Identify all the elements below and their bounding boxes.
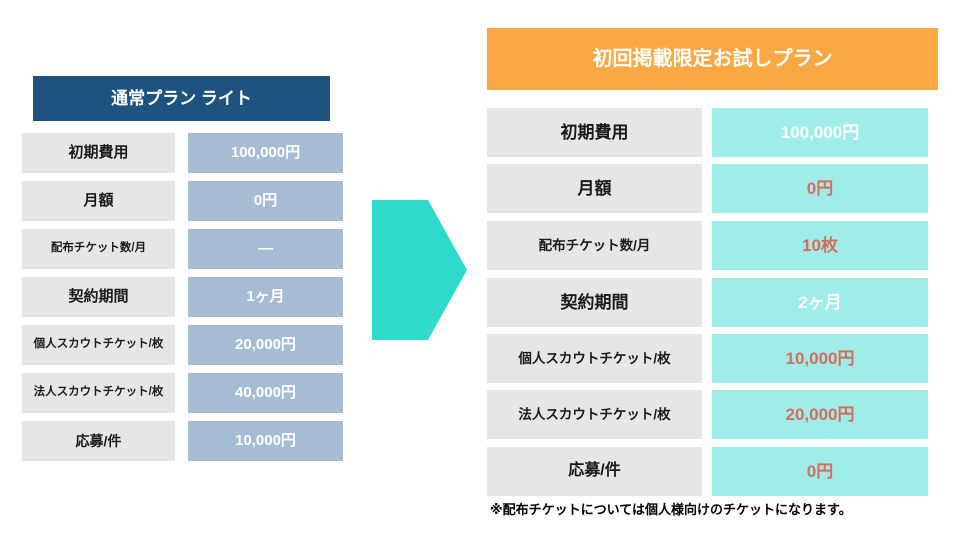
- right-row-label-individual-scout-ticket: 個人スカウトチケット/枚: [487, 334, 702, 383]
- right-row-value-application-fee: 0円: [712, 447, 928, 496]
- left-row-label-monthly-fee: 月額: [22, 181, 175, 221]
- right-row-value-contract-period: 2ヶ月: [712, 278, 928, 327]
- right-row-value-monthly-fee: 0円: [712, 164, 928, 213]
- left-row-label-tickets-per-month: 配布チケット数/月: [22, 229, 175, 269]
- left-plan-title: 通常プラン ライト: [33, 76, 330, 121]
- right-row-value-tickets-per-month: 10枚: [712, 221, 928, 270]
- left-row-label-individual-scout-ticket: 個人スカウトチケット/枚: [22, 325, 175, 365]
- right-row-label-application-fee: 応募/件: [487, 447, 702, 496]
- left-row-label-initial-cost: 初期費用: [22, 133, 175, 173]
- left-row-value-initial-cost: 100,000円: [188, 133, 343, 173]
- right-row-label-tickets-per-month: 配布チケット数/月: [487, 221, 702, 270]
- right-row-value-initial-cost: 100,000円: [712, 108, 928, 157]
- left-row-label-corporate-scout-ticket: 法人スカウトチケット/枚: [22, 373, 175, 413]
- right-row-label-corporate-scout-ticket: 法人スカウトチケット/枚: [487, 390, 702, 439]
- right-row-value-corporate-scout-ticket: 20,000円: [712, 390, 928, 439]
- footnote: ※配布チケットについては個人様向けのチケットになります。: [490, 502, 852, 517]
- left-row-value-application-fee: 10,000円: [188, 421, 343, 461]
- left-row-value-tickets-per-month: —: [188, 229, 343, 269]
- left-row-value-monthly-fee: 0円: [188, 181, 343, 221]
- right-row-label-monthly-fee: 月額: [487, 164, 702, 213]
- left-row-label-application-fee: 応募/件: [22, 421, 175, 461]
- right-row-value-individual-scout-ticket: 10,000円: [712, 334, 928, 383]
- right-row-label-initial-cost: 初期費用: [487, 108, 702, 157]
- right-plan-title: 初回掲載限定お試しプラン: [487, 28, 938, 90]
- left-row-value-corporate-scout-ticket: 40,000円: [188, 373, 343, 413]
- right-row-label-contract-period: 契約期間: [487, 278, 702, 327]
- arrow-right-icon: [372, 200, 467, 345]
- left-row-value-individual-scout-ticket: 20,000円: [188, 325, 343, 365]
- left-row-value-contract-period: 1ヶ月: [188, 277, 343, 317]
- left-row-label-contract-period: 契約期間: [22, 277, 175, 317]
